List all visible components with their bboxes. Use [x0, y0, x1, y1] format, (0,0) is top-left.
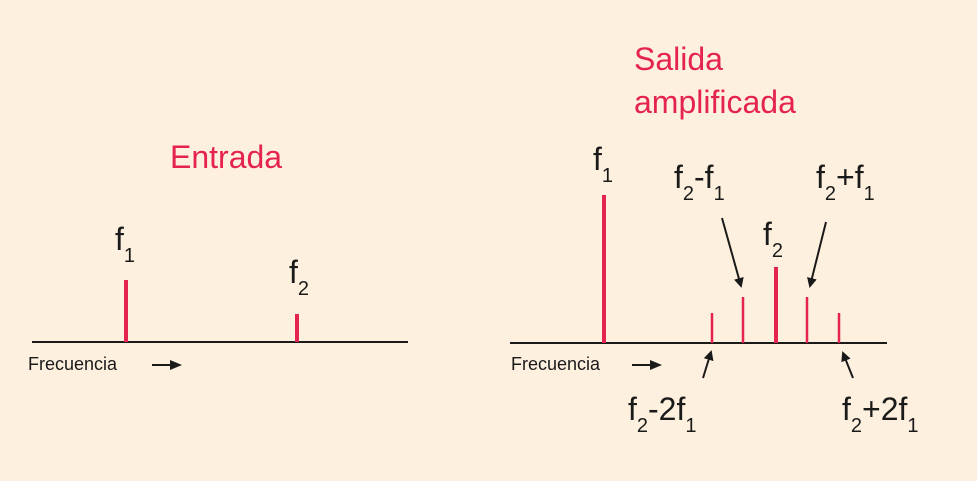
- input-panel: Entrada Frecuencia f1 f2: [28, 139, 408, 374]
- output-label-f2: f2: [763, 216, 783, 262]
- pointer-arrow-icon: [702, 350, 714, 379]
- pointer-arrow-icon: [807, 221, 827, 288]
- output-panel: Salida amplificada Frecuencia f1 f2 f2-f…: [510, 41, 919, 437]
- input-axis-label: Frecuencia: [28, 354, 118, 374]
- input-label-f1: f1: [115, 221, 135, 267]
- output-label-f2-minus-f1: f2-f1: [674, 159, 725, 205]
- output-label-f2-plus-f1: f2+f1: [816, 159, 875, 205]
- output-label-f2-minus-2f1: f2-2f1: [628, 391, 696, 437]
- right-arrow-icon: [632, 360, 662, 370]
- output-label-f2-plus-2f1: f2+2f1: [842, 391, 919, 437]
- output-title-line1: Salida: [634, 41, 723, 77]
- pointer-arrow-icon: [721, 217, 744, 288]
- input-label-f2: f2: [289, 254, 309, 300]
- output-title-line2: amplificada: [634, 84, 796, 120]
- input-title: Entrada: [170, 139, 282, 175]
- output-axis-label: Frecuencia: [511, 354, 601, 374]
- output-label-f1: f1: [593, 141, 613, 187]
- pointer-arrow-icon: [841, 351, 854, 379]
- right-arrow-icon: [152, 360, 182, 370]
